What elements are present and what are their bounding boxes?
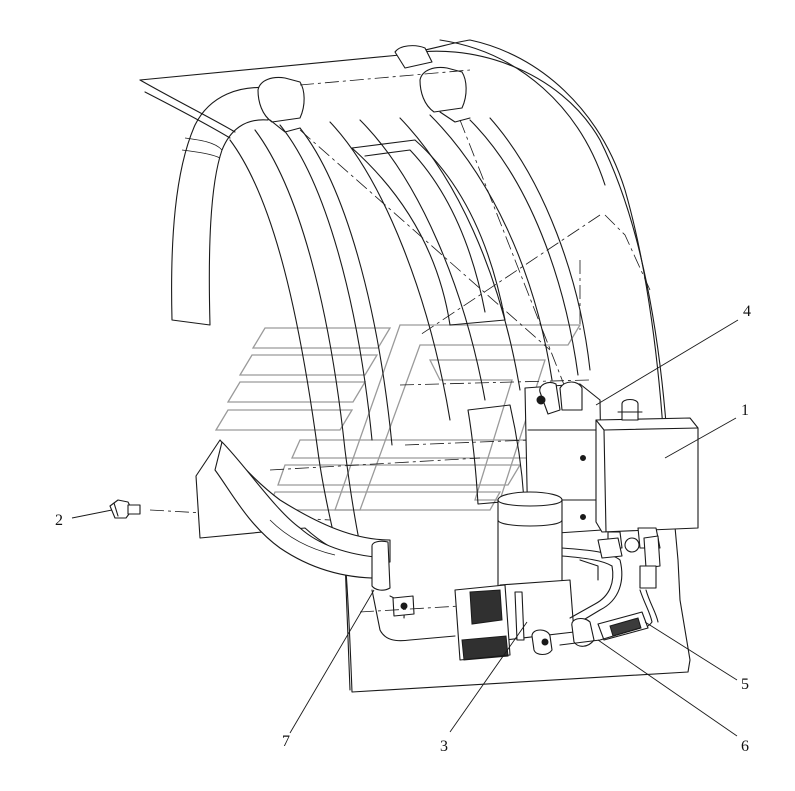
leader-lines (71, 319, 739, 737)
leader-7 (289, 589, 375, 734)
fittings-and-tubes (559, 535, 661, 647)
solenoid-valve (454, 491, 575, 661)
callout-2: 2 (55, 512, 63, 529)
leader-2 (71, 509, 113, 519)
callout-1: 1 (741, 402, 749, 419)
leader-1 (664, 417, 737, 459)
callout-5: 5 (741, 676, 749, 693)
leader-5 (644, 621, 738, 681)
reservoir-box (595, 398, 699, 549)
leader-6 (597, 639, 738, 737)
callout-3: 3 (440, 738, 448, 755)
callout-7: 7 (282, 733, 290, 750)
fender-body (139, 39, 691, 693)
hose-lower (195, 439, 391, 591)
leader-4 (595, 319, 739, 406)
bolt (109, 499, 141, 519)
callout-6: 6 (741, 738, 749, 755)
fender-mount-tabs (257, 45, 471, 133)
hose-upper (171, 86, 271, 326)
construction-lines (149, 69, 651, 613)
callout-4: 4 (743, 303, 751, 320)
callout-labels: 1 2 3 4 5 6 7 (55, 303, 751, 755)
leader-3 (449, 621, 528, 733)
